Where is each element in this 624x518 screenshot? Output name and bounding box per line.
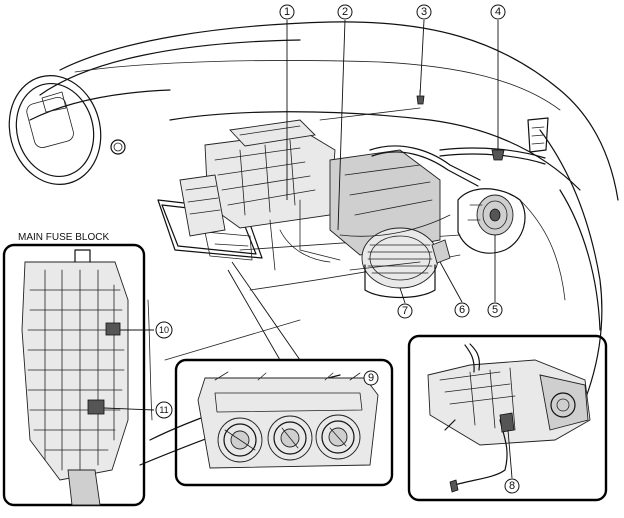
ducts-and-pipes — [319, 107, 546, 271]
callout-4: 4 — [490, 4, 506, 20]
sensor-parts — [416, 89, 549, 161]
svg-text:1: 1 — [284, 6, 290, 18]
svg-text:7: 7 — [402, 305, 408, 317]
callout-9: 9 — [363, 370, 379, 386]
callout-1: 1 — [279, 4, 295, 20]
callout-8: 8 — [504, 478, 520, 494]
main-fuse-block-inset: MAIN FUSE BLOCK — [2, 232, 146, 507]
svg-text:6: 6 — [459, 304, 465, 316]
callout-3: 3 — [416, 4, 432, 20]
svg-text:11: 11 — [159, 405, 168, 415]
callout-6: 6 — [454, 302, 470, 318]
ambient-sensor — [457, 188, 526, 254]
svg-text:5: 5 — [492, 304, 498, 316]
svg-text:2: 2 — [342, 6, 348, 18]
hvac-unit — [179, 119, 441, 271]
callout-5: 5 — [487, 302, 503, 318]
svg-text:4: 4 — [495, 6, 501, 18]
callout-2: 2 — [337, 4, 353, 20]
callout-11: 11 — [155, 401, 173, 419]
svg-text:10: 10 — [159, 325, 169, 335]
main-fuse-block-title: MAIN FUSE BLOCK — [18, 232, 109, 243]
steering-wheel — [8, 75, 126, 185]
svg-text:8: 8 — [509, 480, 515, 492]
svg-text:9: 9 — [368, 372, 374, 384]
heater-unit-inset — [407, 334, 608, 502]
climate-control-inset — [174, 358, 394, 487]
callout-7: 7 — [397, 303, 413, 319]
callout-leaders — [103, 19, 513, 479]
servo-module — [431, 239, 451, 264]
blower-motor — [361, 227, 439, 299]
callout-10: 10 — [155, 321, 173, 339]
svg-text:3: 3 — [421, 6, 427, 18]
